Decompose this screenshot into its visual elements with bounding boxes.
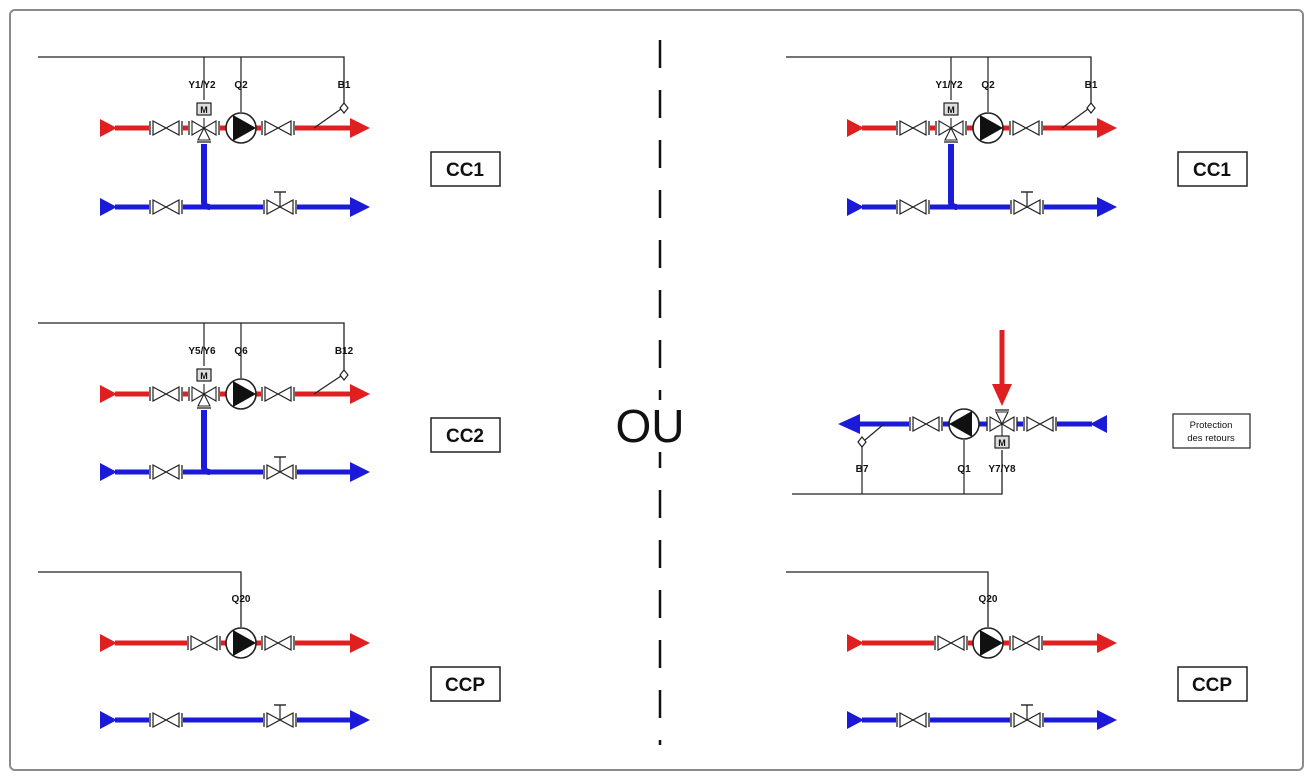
- left-cc1-sensor-icon: [339, 102, 349, 114]
- left-ccp-label: CCP: [445, 675, 485, 696]
- left-cc2-sensor-icon: [339, 369, 349, 381]
- right-protection-valve-tag: Y7/Y8: [988, 464, 1016, 475]
- left-cc1-actuator: M: [200, 105, 208, 115]
- right-protection-sensor-icon: [857, 436, 867, 448]
- left-cc2-sensor-tag: B12: [335, 346, 354, 357]
- right-protection-sensor-tag: B7: [856, 464, 869, 475]
- right-ccp-pump-tag: Q20: [979, 594, 998, 605]
- left-cc1-balancing-valve-icon: [262, 191, 298, 216]
- left-cc1-valve-tag: Y1/Y2: [188, 80, 216, 91]
- right-cc1-actuator: M: [947, 105, 955, 115]
- right-cc1-circuit: Y1/Y2 Q2 B1 M: [786, 56, 1117, 217]
- right-protection-actuator: M: [998, 438, 1006, 448]
- left-ccp-balancing-valve-icon: [262, 704, 298, 729]
- right-protection-pump-icon: [948, 408, 980, 440]
- left-cc2-circuit: Y5/Y6 Q6 B12 M: [38, 322, 370, 482]
- right-ccp-label: CCP: [1192, 675, 1232, 696]
- right-cc1-label: CC1: [1193, 160, 1231, 181]
- right-ccp-balancing-valve-icon: [1009, 704, 1045, 729]
- left-cc2-pump-icon: [225, 378, 257, 410]
- left-cc2-valve-tag: Y5/Y6: [188, 346, 216, 357]
- right-cc1-pump-tag: Q2: [981, 80, 995, 91]
- right-protection-label-line2: des retours: [1187, 433, 1235, 444]
- right-cc1-sensor-tag: B1: [1085, 80, 1098, 91]
- right-ccp-circuit: Q20: [786, 571, 1117, 730]
- left-cc2-label: CC2: [446, 426, 484, 447]
- left-ccp-circuit: Q20: [38, 571, 370, 730]
- right-cc1-sensor-icon: [1086, 102, 1096, 114]
- left-cc1-pump-icon: [225, 112, 257, 144]
- left-cc2-balancing-valve-icon: [262, 456, 298, 481]
- left-cc2-actuator: M: [200, 371, 208, 381]
- right-ccp-pump-icon: [972, 627, 1004, 659]
- separator-text: OU: [616, 400, 685, 452]
- left-cc1-circuit: Y1/Y2 Q2 B1 M: [38, 56, 370, 217]
- left-cc1-label: CC1: [446, 160, 484, 181]
- left-ccp-pump-icon: [225, 627, 257, 659]
- right-protection-circuit: B7 Q1 Y7/Y8 M: [792, 330, 1107, 495]
- left-ccp-pump-tag: Q20: [232, 594, 251, 605]
- left-cc1-pump-tag: Q2: [234, 80, 248, 91]
- right-cc1-balancing-valve-icon: [1009, 191, 1045, 216]
- right-cc1-pump-icon: [972, 112, 1004, 144]
- left-cc2-pump-tag: Q6: [234, 346, 248, 357]
- right-protection-label-line1: Protection: [1190, 420, 1233, 431]
- right-cc1-valve-tag: Y1/Y2: [935, 80, 963, 91]
- left-cc1-sensor-tag: B1: [338, 80, 351, 91]
- right-protection-pump-tag: Q1: [957, 464, 971, 475]
